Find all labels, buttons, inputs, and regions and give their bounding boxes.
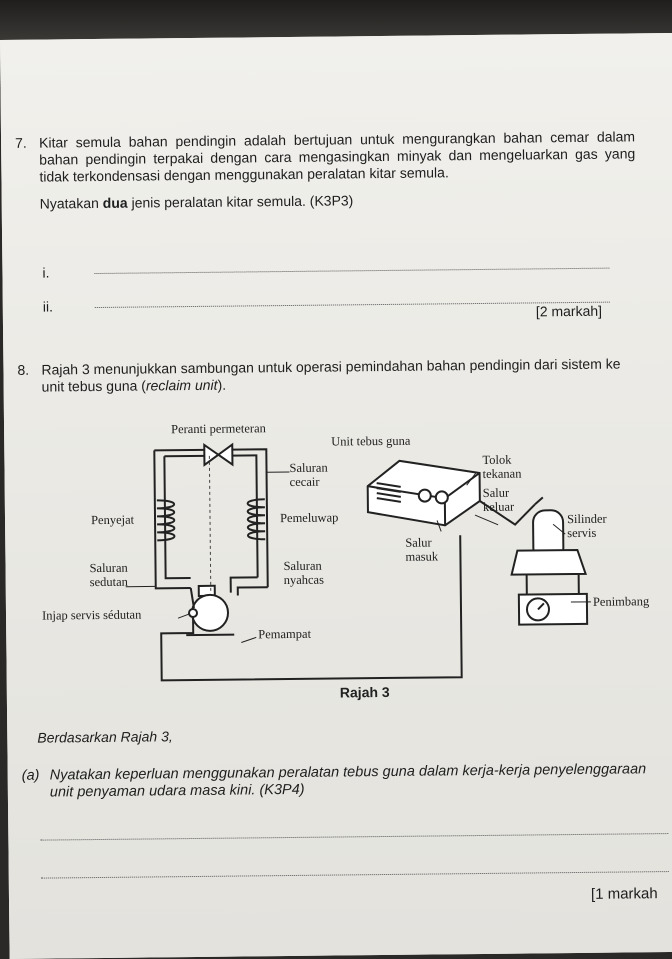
metering-device-icon [203,442,221,467]
label-condenser: Pemeluwap [279,510,339,526]
exam-paper: 7. Kitar semula bahan pendingin adalah b… [0,32,672,959]
suction-pipe [153,450,191,590]
label-scale: Penimbang [592,594,650,609]
marks-q8a: [1 markah [590,885,658,903]
label-compressor: Pemampat [258,626,312,642]
refrigerant-recovery-diagram [125,442,591,682]
outlet-hose [479,500,536,526]
answer-line-a2[interactable] [40,871,669,879]
question-8a: (a) Nyatakan keperluan menggunakan peral… [21,761,647,801]
service-valve-icon [188,608,199,619]
recovery-line [160,535,463,682]
context-text: Berdasarkan Rajah 3, [37,728,173,746]
condenser-coil [246,498,266,541]
evaporator-coil [156,499,176,542]
label-evaporator: Penyejat [90,512,135,528]
label-reclaim-unit: Unit tebus guna [331,433,411,449]
label-suction-service-valve: Injap servis sédutan [41,607,142,623]
pressure-gauge-icon [417,488,432,503]
diagram-caption: Rajah 3 [339,683,390,701]
label-metering-device: Peranti permeteran [171,421,266,437]
answer-line-a1[interactable] [40,833,669,841]
